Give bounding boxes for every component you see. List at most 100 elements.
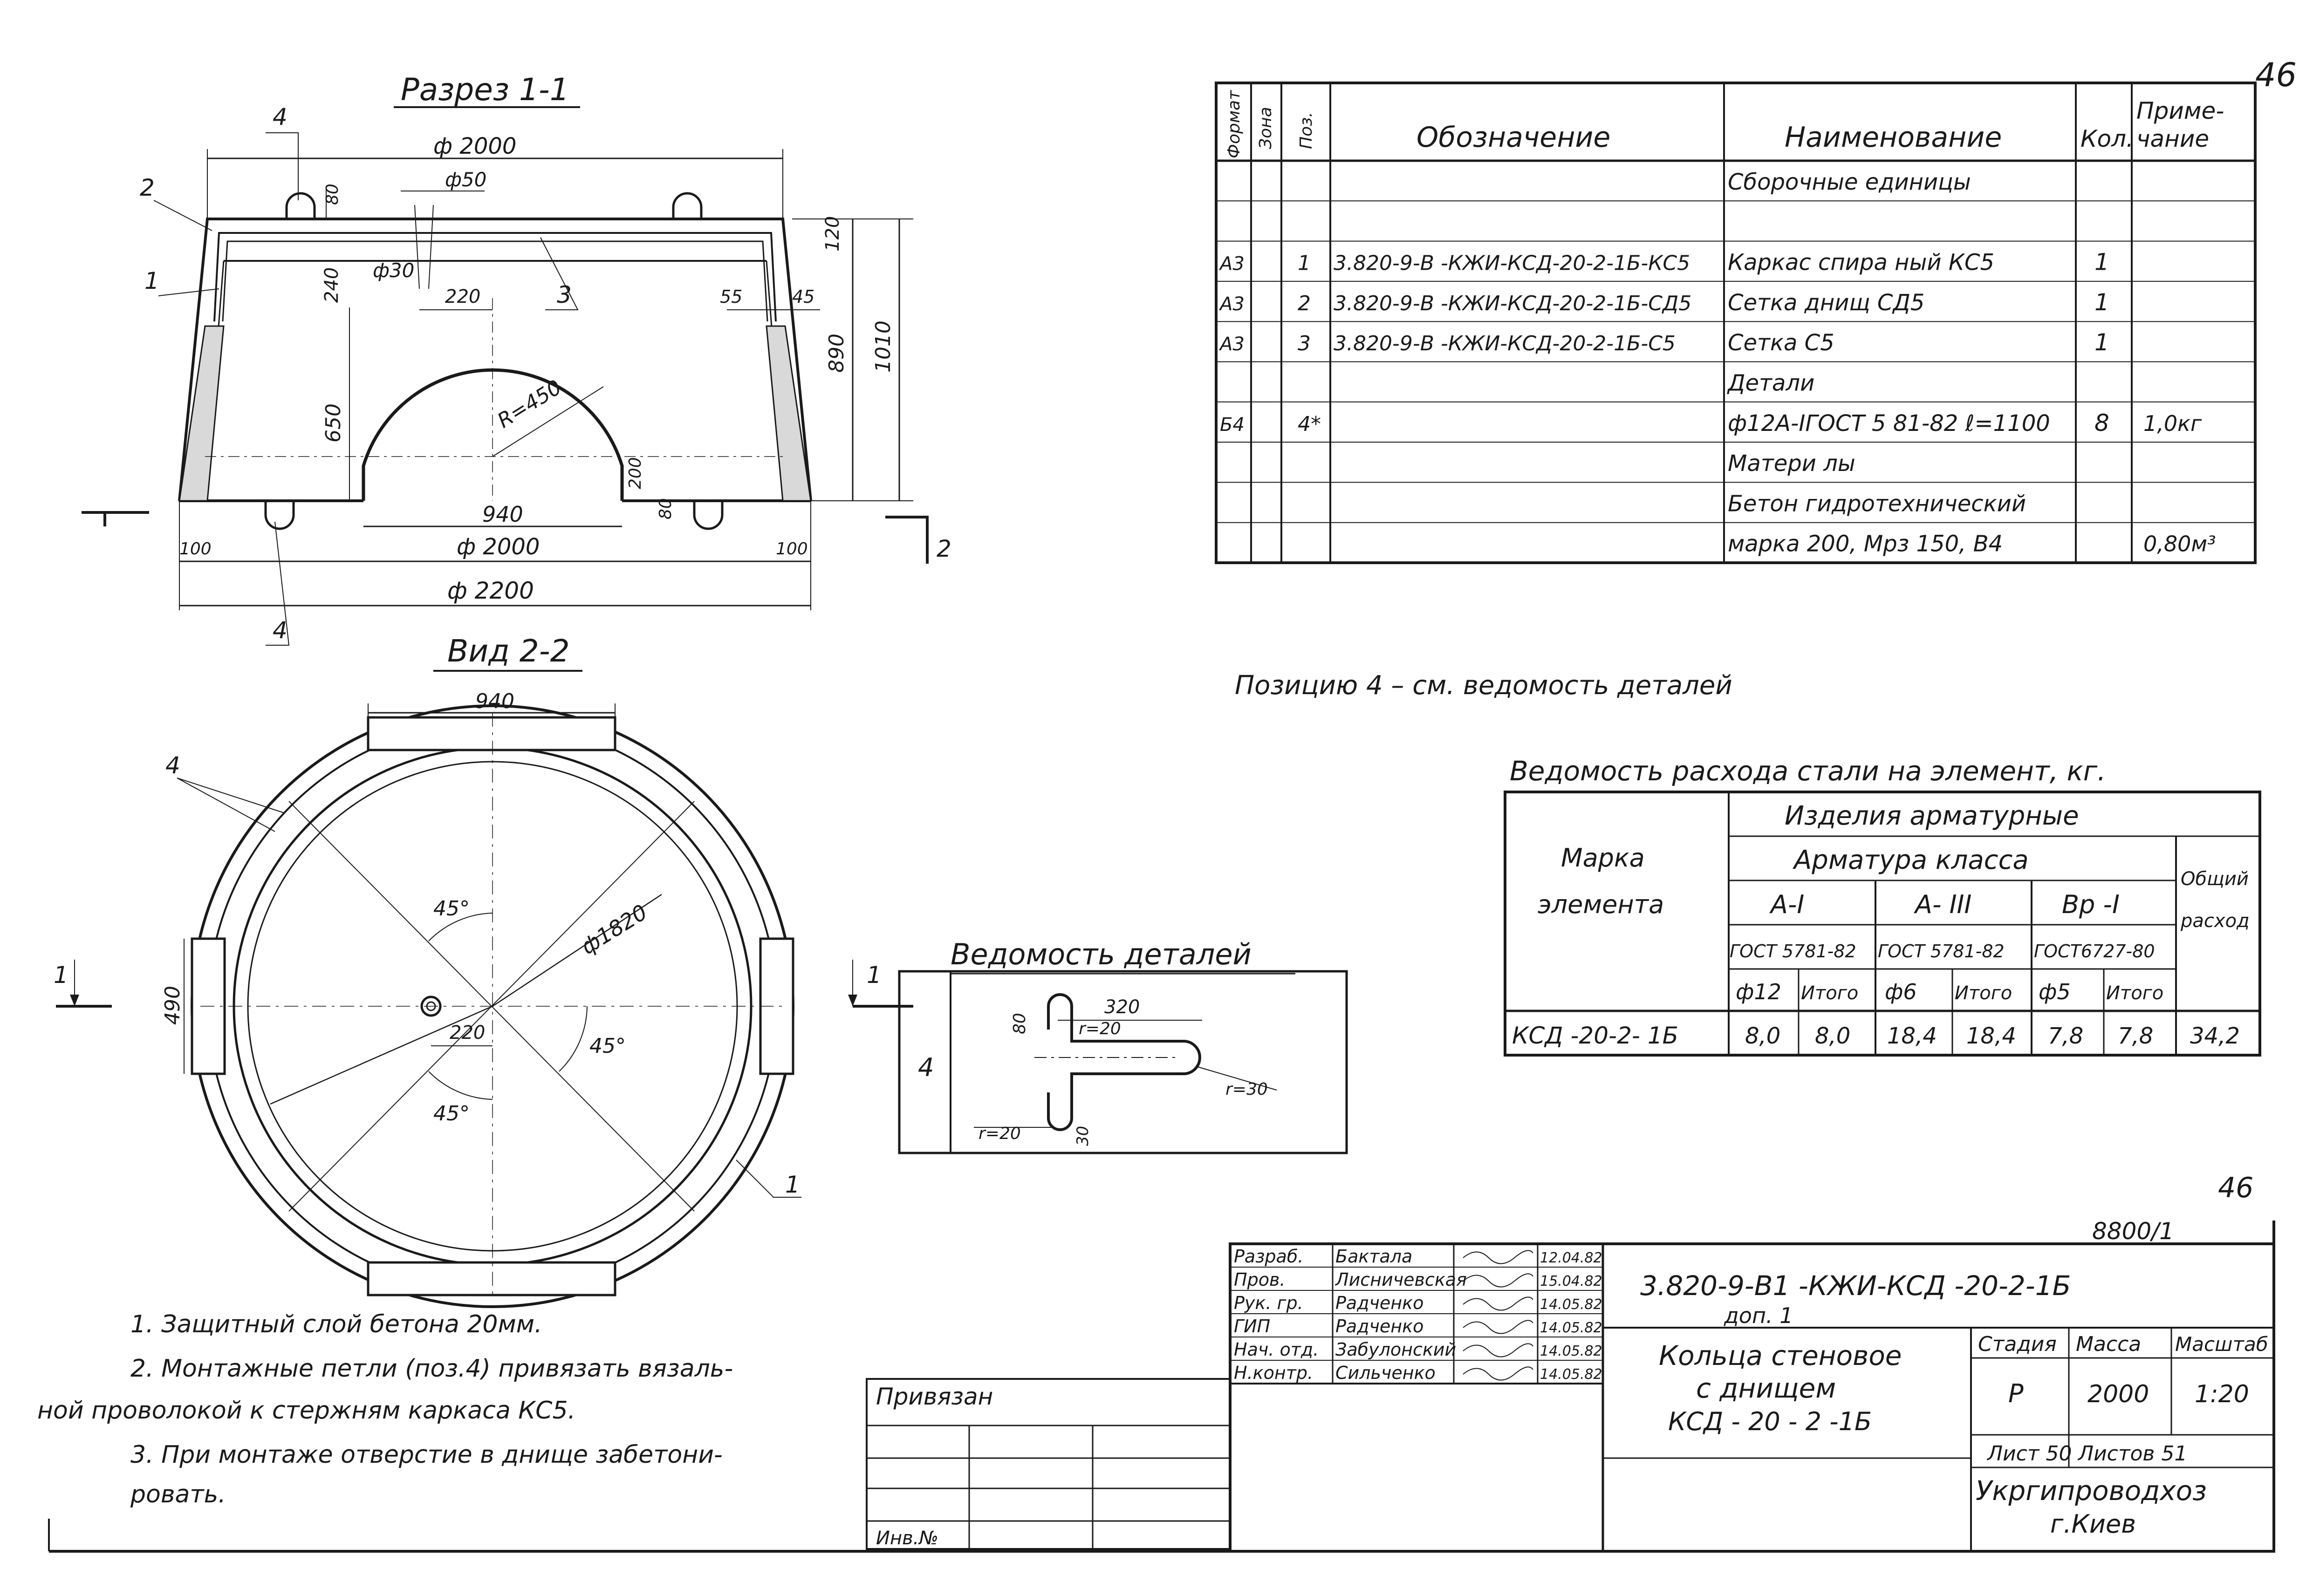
cut-label-1-left: 1 [54,962,68,989]
h-note-2: чание [2136,125,2209,152]
arch-opening [362,368,624,501]
tb-object-1: Кольца стеновое [1659,1340,1902,1371]
tb-h-mass: Масса [2076,1332,2141,1356]
steel-sub-3: ф6 [1885,979,1917,1004]
spec-cell-name: Сетка С5 [1728,330,1834,356]
wall-left-hatch [178,325,225,502]
tb-scale: 1:20 [2195,1380,2249,1408]
tb-signature-scribble [1463,1320,1533,1334]
parts-sheet: Ведомость деталей 4 320 80 r=20 r=30 r=2… [898,937,1348,1154]
steel-sub-5: ф5 [2039,979,2071,1004]
section-title: Разрез 1-1 [401,72,569,108]
dim-45: 45 [792,286,814,307]
tb-sheet: Лист 50 [1986,1442,2072,1466]
tb-date: 12.04.82 [1540,1250,1602,1266]
tb-role: Разраб. [1234,1246,1303,1267]
spec-cell-name: ф12А-IГОСТ 5 81-82 ℓ=1100 [1728,410,2050,437]
steel-row-mark: КСД -20-2- 1Б [1512,1022,1678,1049]
tb-org: Укргипроводхоз [1976,1475,2207,1507]
tb-mass: 2000 [2087,1380,2149,1408]
tb-signature-scribble [1463,1296,1533,1311]
spec-cell-format: А3 [1218,293,1245,315]
h-zone: Зона [1256,107,1275,149]
steel-sub-6: Итого [2106,982,2163,1004]
steel-total: 34,2 [2190,1023,2240,1049]
tb-signer: Сильченко [1335,1363,1436,1383]
spec-cell-name: Детали [1727,370,1814,396]
spec-table: Формат Зона Поз. Обозначение Наименовани… [1215,82,2257,564]
h-note-1: Приме- [2136,97,2224,124]
note-1: 1. Защитный слой бетона 20мм. [130,1310,542,1338]
spec-cell-name: Бетон гидротехнический [1728,491,2026,517]
steel-gost-2: ГОСТ 5781-82 [1878,941,2005,962]
spec-cell-qty: 8 [2094,409,2109,437]
steel-val-5: 7,8 [2048,1023,2083,1049]
tb-date: 14.05.82 [1540,1343,1602,1359]
dim-100-left: 100 [179,539,212,559]
dim-d50: ф50 [445,168,486,191]
general-notes: 1. Защитный слой бетона 20мм. 2. Монтажн… [37,1310,733,1508]
callout-4-bottom: 4 [273,617,287,644]
binding-stamp: Привязан Инв.№ [866,1378,1231,1550]
tb-sheets: Листов 51 [2077,1442,2187,1466]
parts-r30: r=30 [1225,1080,1268,1099]
tb-addendum: доп. 1 [1724,1303,1793,1328]
tb-role: Рук. гр. [1234,1293,1303,1313]
dim-490: 490 [161,986,185,1025]
tb-code: 3.820-9-В1 -КЖИ-КСД -20-2-1Б [1640,1270,2071,1302]
steel-val-1: 8,0 [1745,1023,1780,1049]
sheet-number: 46 [2255,56,2297,94]
dim-650: 650 [322,403,345,443]
callout-1: 1 [144,267,159,294]
dim-100-right: 100 [776,539,808,559]
parts-dim-30: 30 [1074,1126,1092,1146]
dim-radius: R=450 [493,375,566,433]
tb-object-2: с днищем [1696,1372,1836,1404]
parts-dim-80: 80 [1010,1013,1029,1034]
spec-cell-designation: 3.820-9-В -КЖИ-КСД-20-2-1Б-КС5 [1334,252,1690,275]
spec-cell-name: Сетка днищ СД5 [1728,290,1924,316]
loop-bar-sketch [1047,993,1201,1131]
tb-role: Пров. [1234,1269,1285,1290]
tb-signer: Радченко [1335,1316,1423,1337]
tb-date: 14.05.82 [1540,1296,1602,1313]
callout-2: 2 [140,174,155,201]
view-2-2: Вид 2-2 940 45° 45° 45° ф1820 220 490 [54,633,913,1308]
dim-d2000-top: ф 2000 [433,133,516,159]
angle-45-right: 45° [589,1034,626,1058]
dim-1010: 1010 [871,321,895,373]
angle-45-bottom: 45° [433,1102,470,1125]
steel-val-4: 18,4 [1966,1023,2016,1049]
dim-940-view: 940 [475,689,514,713]
spec-cell-designation: 3.820-9-В -КЖИ-КСД-20-2-1Б-С5 [1334,332,1676,355]
parts-title: Ведомость деталей [951,937,1252,971]
tb-signature-scribble [1463,1250,1533,1264]
parts-r20-top: r=20 [1079,1019,1121,1038]
steel-h-mark-2: элемента [1538,890,1664,919]
steel-schedule: Ведомость расхода стали на элемент, кг. … [1504,755,2261,1057]
view-title: Вид 2-2 [447,633,570,669]
tb-date: 14.05.82 [1540,1366,1602,1383]
position-note: Позицию 4 – см. ведомость деталей [1235,670,1732,701]
spec-cell-name: Каркас спира ный КС5 [1728,250,1994,276]
callout-4-top: 4 [273,103,287,130]
h-format: Формат [1225,90,1244,158]
steel-h-mark-1: Марка [1561,843,1645,873]
dim-d2000-bottom: ф 2000 [457,534,540,560]
spec-cell-note: 0,80м³ [2143,532,2216,557]
h-pos: Поз. [1297,112,1316,149]
note-3-cont: ровать. [130,1480,226,1508]
binding-label: Привязан [876,1383,993,1410]
steel-h-products: Изделия арматурные [1785,801,2079,831]
cut-mark-right [885,516,929,564]
spec-cell-qty: 1 [2094,329,2109,356]
spec-cell-pos: 4* [1298,412,1321,436]
spec-cell-qty: 1 [2094,249,2109,276]
spec-cell-name: Сборочные единицы [1728,169,1971,195]
tb-h-scale: Масштаб [2175,1333,2268,1356]
cut-label-1-right: 1 [867,962,882,989]
dim-220-view: 220 [450,1022,485,1044]
steel-sub-4: Итого [1955,982,2012,1004]
